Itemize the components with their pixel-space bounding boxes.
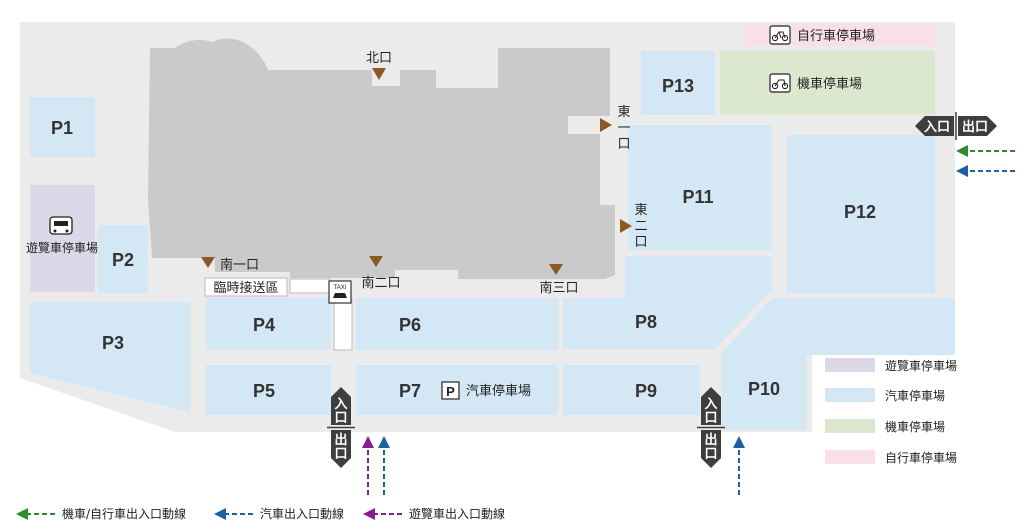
- motorcycle-icon: [769, 73, 791, 93]
- east1-gate-char-2: 一: [617, 121, 630, 136]
- south-right-exit-char-1: 出: [704, 432, 717, 448]
- east1-gate-marker: [600, 118, 612, 132]
- south3-gate-label: 南三口: [539, 280, 578, 296]
- south-right-entry-exit-sign: [697, 387, 725, 468]
- east2-gate-char-1: 東: [634, 202, 647, 218]
- north-gate-label: 北口: [366, 51, 392, 66]
- car-parking-badge: P: [446, 384, 455, 399]
- east-entry-exit-sign: [915, 112, 997, 140]
- lot-p10[interactable]: [722, 298, 955, 430]
- lot-p8-label: P8: [635, 312, 657, 332]
- main-building: [148, 38, 615, 279]
- south2-gate-label: 南二口: [361, 275, 400, 291]
- bus-lot-label: 遊覽車停車場: [26, 240, 98, 255]
- taxi-lane: [333, 297, 353, 351]
- lot-p2[interactable]: [98, 225, 148, 293]
- legend-bike-swatch: [825, 450, 875, 464]
- lot-p13-label: P13: [662, 76, 694, 96]
- south1-gate-marker: [201, 257, 215, 268]
- south1-gate-label: 南一口: [220, 257, 259, 273]
- east1-gate-char-3: 口: [617, 137, 630, 152]
- legend-bus-label: 遊覽車停車場: [885, 358, 957, 373]
- bus-lot[interactable]: [30, 185, 95, 292]
- legend-route-moto-label: 機車/自行車出入口動線: [62, 506, 186, 521]
- dropoff-label: 臨時接送區: [213, 280, 278, 296]
- south3-gate-marker: [549, 264, 563, 275]
- moto-lot[interactable]: [720, 51, 935, 115]
- lot-p1[interactable]: [30, 97, 95, 157]
- legend-car-swatch: [825, 388, 875, 402]
- lot-p6-label: P6: [399, 315, 421, 335]
- lot-p4[interactable]: [206, 298, 331, 350]
- legend-moto-label: 機車停車場: [885, 419, 945, 434]
- lot-p13[interactable]: [641, 51, 715, 115]
- legend-bike-label: 自行車停車場: [885, 450, 957, 465]
- lot-p5-label: P5: [253, 381, 275, 401]
- legend-route-car-label: 汽車出入口動線: [260, 506, 344, 521]
- lot-p11[interactable]: [628, 125, 772, 250]
- legend-moto-swatch: [825, 419, 875, 433]
- south2-gate-marker: [369, 256, 383, 267]
- east2-gate-marker: [620, 219, 632, 233]
- lot-p12[interactable]: [787, 135, 935, 293]
- legend-route-bus-label: 遊覽車出入口動線: [409, 506, 505, 521]
- south-left-entry-char-1: 入: [334, 397, 347, 412]
- lot-p1-label: P1: [51, 118, 73, 138]
- lot-p5[interactable]: [206, 365, 331, 415]
- svg-text:TAXI: TAXI: [334, 285, 347, 291]
- bike-lot[interactable]: [745, 24, 935, 46]
- east2-gate-char-3: 口: [634, 235, 647, 250]
- east-entry-label: 入口: [924, 120, 950, 135]
- lot-p11-label: P11: [682, 187, 713, 207]
- lot-p6[interactable]: [356, 298, 558, 350]
- car-parking-badge-box: [441, 381, 460, 400]
- lot-p9-label: P9: [635, 381, 657, 401]
- south-left-entry-exit-sign: [327, 387, 355, 468]
- south-right-entry-char-2: 口: [704, 411, 717, 426]
- lot-p9[interactable]: [563, 365, 700, 415]
- lot-p3[interactable]: [30, 302, 190, 412]
- east2-gate-char-2: 二: [634, 219, 647, 234]
- south-left-exit-char-2: 口: [334, 447, 347, 462]
- bike-lot-label: 自行車停車場: [797, 28, 875, 44]
- lot-p10-label: P10: [748, 379, 780, 399]
- lot-p4-label: P4: [253, 315, 275, 335]
- east-exit-label: 出口: [962, 119, 988, 135]
- north-gate-marker: [372, 68, 386, 80]
- south-left-entry-char-2: 口: [334, 411, 347, 426]
- bus-icon: [49, 216, 73, 235]
- south-left-exit-char-1: 出: [334, 432, 347, 448]
- lot-p3-label: P3: [102, 333, 124, 353]
- dropoff-zone: [204, 277, 288, 297]
- dropoff-strip: [289, 278, 331, 294]
- taxi-icon: TAXI: [328, 280, 352, 304]
- lot-p2-label: P2: [112, 250, 134, 270]
- south-right-entry-char-1: 入: [704, 397, 717, 412]
- legend-bus-swatch: [825, 358, 875, 372]
- car-parking-label: 汽車停車場: [466, 383, 531, 399]
- lot-p12-label: P12: [844, 202, 876, 222]
- legend-car-label: 汽車停車場: [885, 388, 945, 403]
- moto-lot-label: 機車停車場: [797, 76, 862, 92]
- bicycle-icon: [769, 25, 791, 45]
- east1-gate-char-1: 東: [617, 104, 630, 120]
- south-right-exit-char-2: 口: [704, 447, 717, 462]
- lot-p7-label: P7: [399, 381, 421, 401]
- lot-p8[interactable]: [563, 256, 772, 349]
